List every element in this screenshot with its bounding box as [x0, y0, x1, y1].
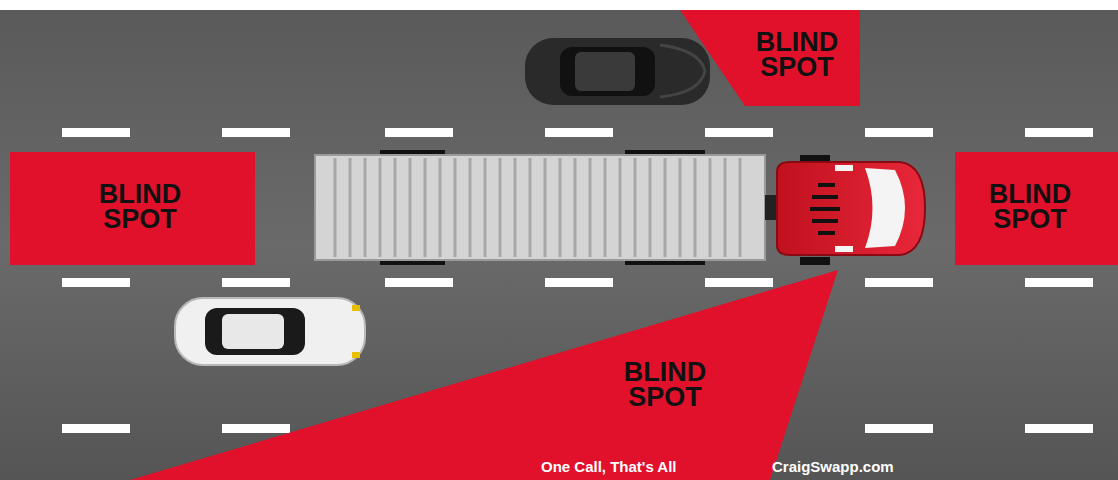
zone-label: BLIND SPOT [975, 182, 1085, 232]
blind-spot-zone: BLIND SPOT [10, 152, 255, 265]
blind-spot-zone: BLIND SPOT [130, 270, 840, 480]
footer-text: CraigSwapp.com [772, 458, 894, 475]
road-surface [0, 10, 1118, 480]
white-car [175, 298, 365, 365]
blind-spot-zone: BLIND SPOT [680, 10, 860, 106]
footer-text: One Call, That's All [541, 458, 677, 475]
zone-fill [680, 10, 860, 106]
truck-trailer [315, 150, 777, 265]
zone-fill [10, 152, 255, 265]
zone-label: BLIND SPOT [742, 30, 852, 80]
zone-label: BLIND SPOT [85, 182, 195, 232]
zone-fill [955, 152, 1118, 265]
blind-spot-zone: BLIND SPOT [955, 152, 1118, 265]
zone-label: BLIND SPOT [610, 360, 720, 410]
truck-cab [777, 155, 925, 265]
zone-fill [130, 270, 838, 480]
zone-shape [130, 270, 840, 480]
black-car [525, 38, 710, 105]
